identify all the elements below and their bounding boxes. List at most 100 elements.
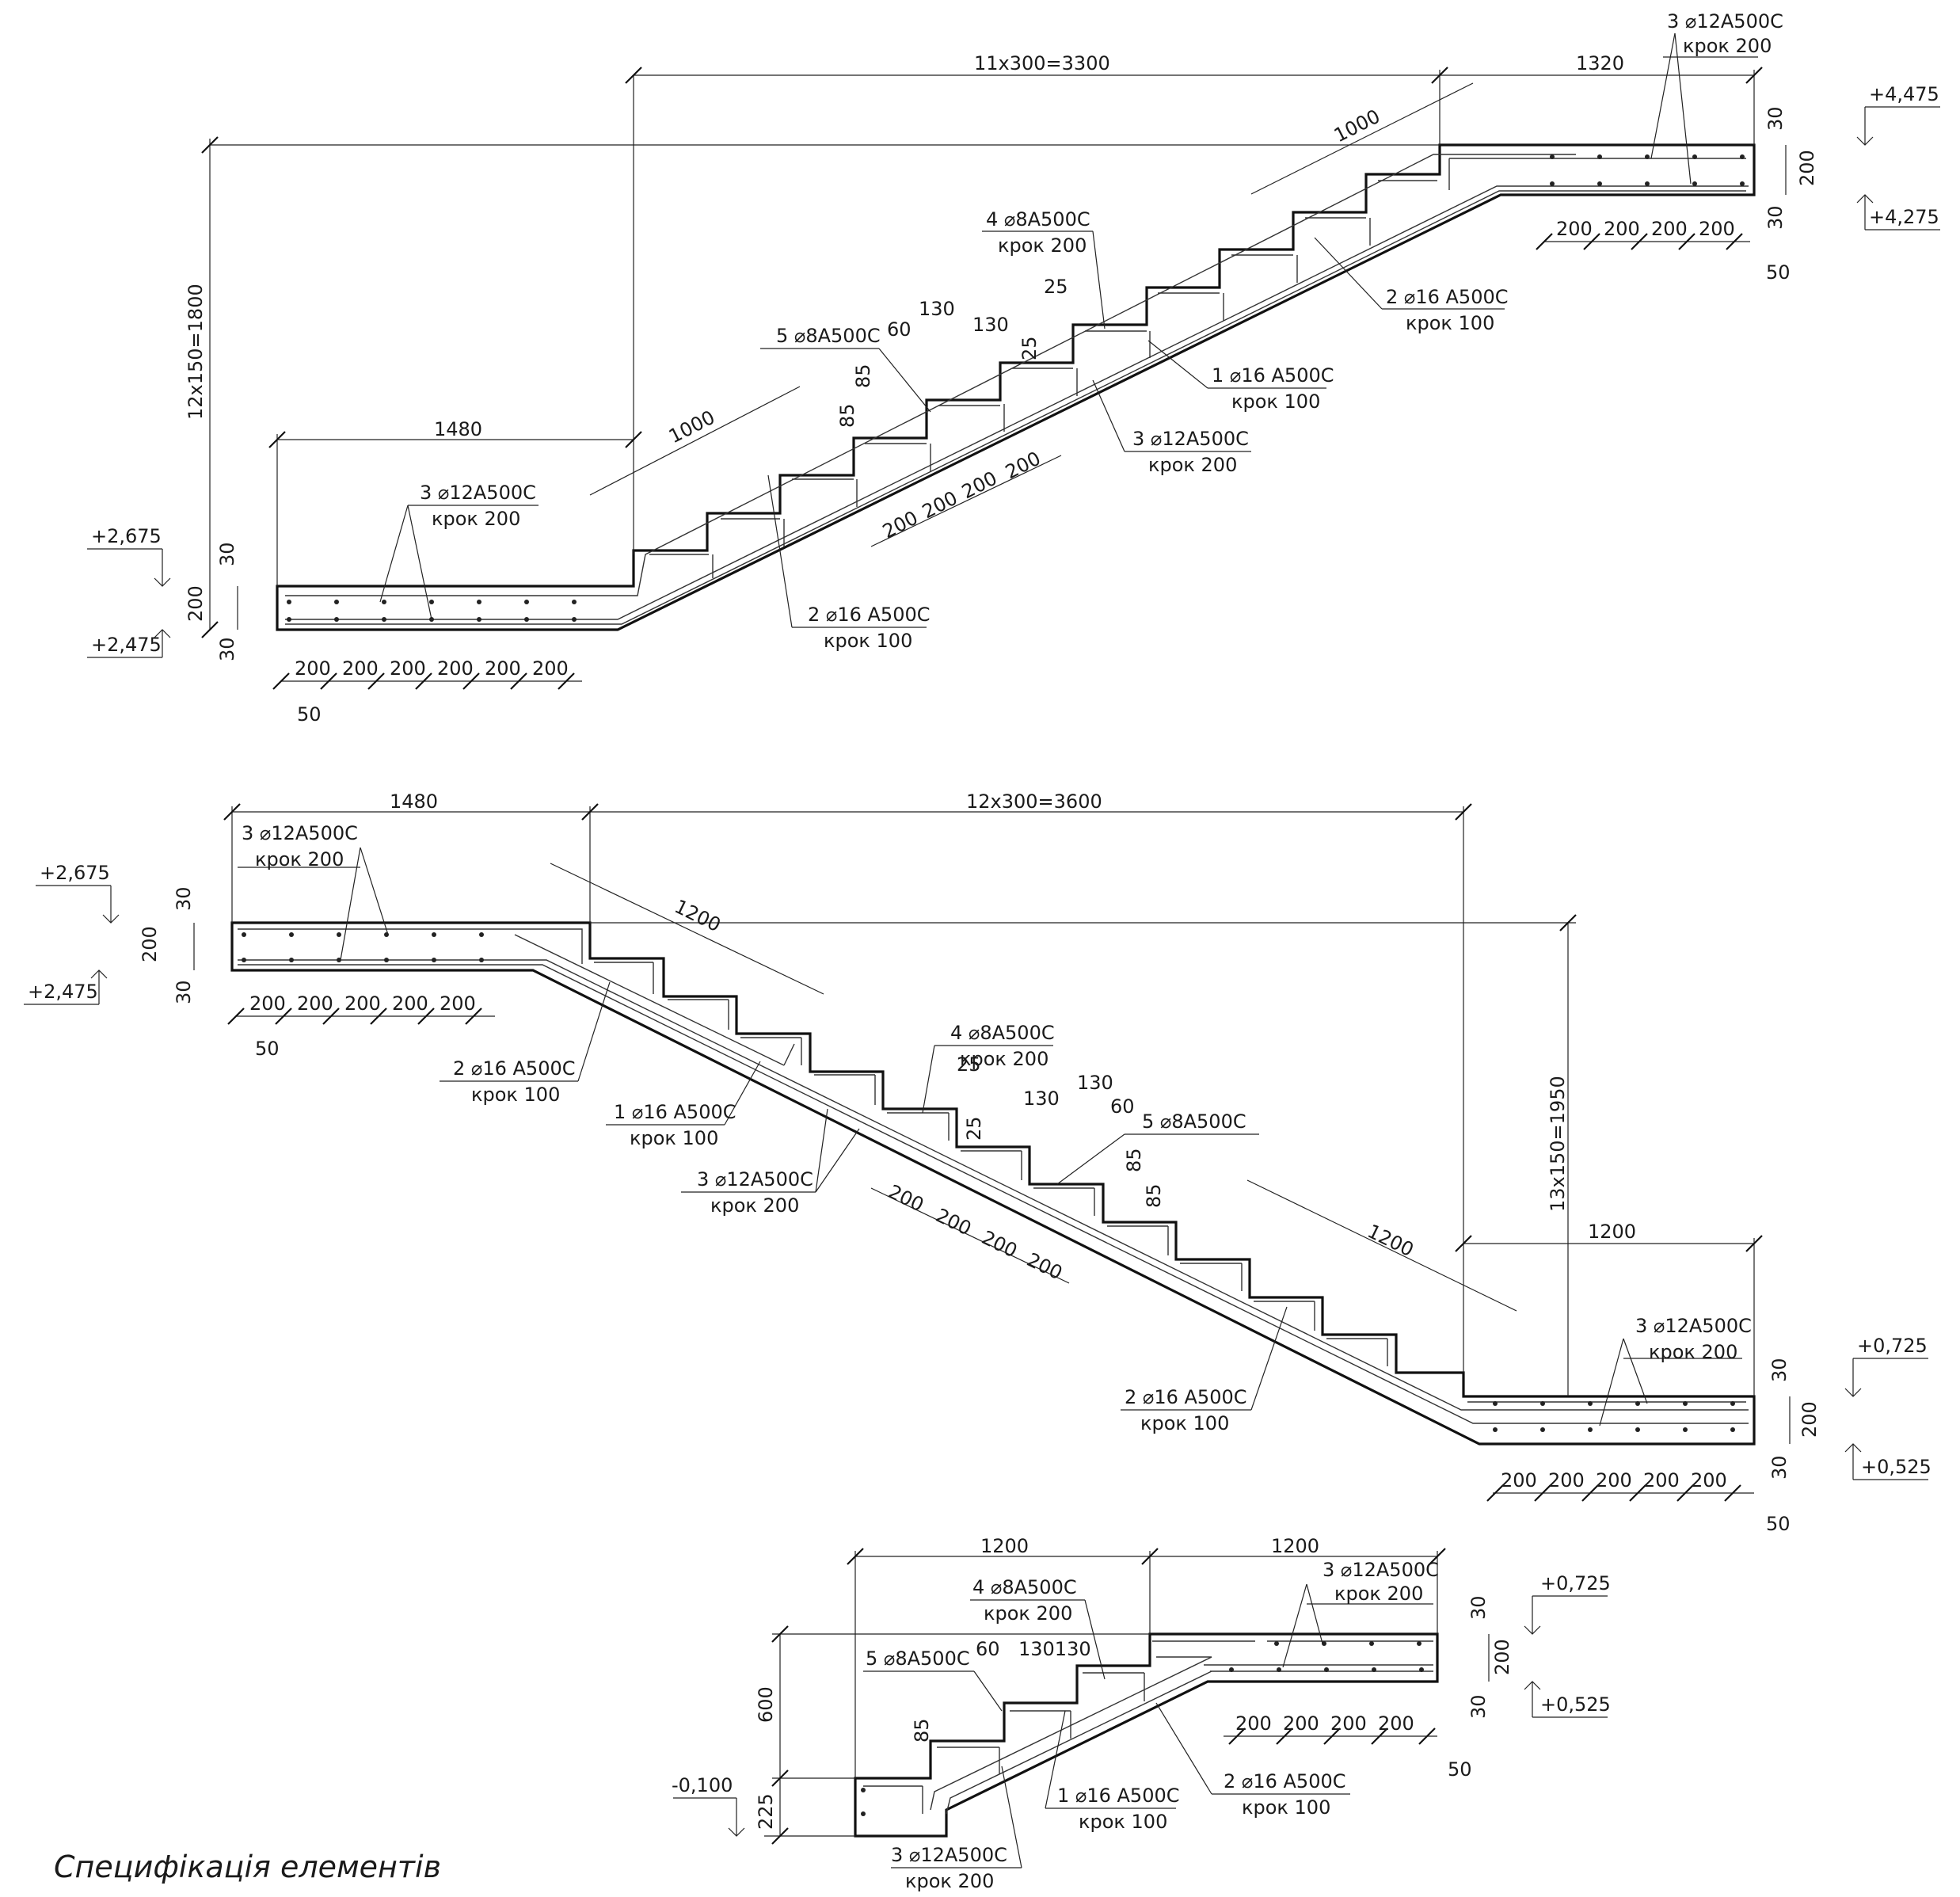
f1-spacing-diag-2: 200 <box>919 487 961 524</box>
f3-dim-w-right: 1200 <box>1271 1535 1319 1557</box>
f2-label-6a: 5 ⌀8А500С <box>1142 1110 1246 1133</box>
f1-leaders <box>379 32 1758 628</box>
f2-label-2b: крок 100 <box>471 1084 560 1106</box>
f2-spacing-diag: 200 200 200 200 <box>885 1180 1065 1284</box>
f1-label-6b: крок 200 <box>1148 454 1237 476</box>
f2-dim-25b: 25 <box>963 1116 985 1141</box>
f1-label-7a: 3 ⌀12А500С <box>420 482 536 504</box>
f1-spacing-3: 200 <box>390 657 426 680</box>
flight-3-ticks <box>771 1548 1446 1845</box>
f1-label-6a: 3 ⌀12А500С <box>1132 428 1249 450</box>
f2-level-d: +0,525 <box>1861 1456 1931 1478</box>
f2-spacing-right: 200 200 200 200 200 <box>1501 1469 1727 1491</box>
f2-label-1a: 3 ⌀12А500С <box>242 822 358 844</box>
f1-level-c: +4,475 <box>1869 83 1939 105</box>
f1-label-1b: крок 200 <box>1683 35 1772 57</box>
f2-spacing-left-2: 200 <box>297 992 333 1015</box>
flight-1-ticks <box>201 67 1763 690</box>
f3-spacing-2: 200 <box>1283 1712 1319 1735</box>
f1-dim-diag-lower: 1000 <box>665 406 718 448</box>
f3-label-4b: крок 100 <box>1079 1811 1167 1833</box>
f3-dim-h600: 600 <box>755 1686 777 1723</box>
f2-label-3a: 1 ⌀16 А500С <box>614 1101 736 1123</box>
flight-1-rebars <box>285 154 1749 625</box>
flight-3-outline <box>854 1632 1439 1838</box>
f2-label-5b: крок 200 <box>960 1048 1049 1070</box>
f2-label-4a: 3 ⌀12А500С <box>697 1168 813 1190</box>
f1-spacing-diag-1: 200 <box>879 507 922 543</box>
f2-label-2a: 2 ⌀16 А500С <box>453 1057 576 1080</box>
f2-dim-diag-upper: 1200 <box>671 895 724 936</box>
f1-label-7b: крок 200 <box>432 508 520 530</box>
f3-label-5b: крок 100 <box>1242 1796 1330 1819</box>
f2-dim-landing-right: 1200 <box>1588 1221 1636 1243</box>
f1-dim-diag-upper: 1000 <box>1330 105 1383 147</box>
f2-leaders <box>238 847 1742 1427</box>
f1-dim-30a: 30 <box>216 542 238 566</box>
f1-level-b: +2,475 <box>91 634 162 656</box>
f3-level-marks <box>673 1595 1608 1837</box>
f2-label-8b: крок 200 <box>1649 1341 1737 1363</box>
f1-dim-risers: 12x150=1800 <box>185 284 207 420</box>
f1-dim-85a: 85 <box>852 364 874 388</box>
f1-dim-t200: 200 <box>1796 150 1818 186</box>
f1-label-8a: 2 ⌀16 А500С <box>808 604 931 626</box>
f2-spacing-left-4: 200 <box>392 992 428 1015</box>
f2-level-b: +2,475 <box>28 981 98 1003</box>
f1-spacing-bottom: 200 200 200 200 200 200 <box>295 657 569 680</box>
f3-label-6a: 3 ⌀12А500С <box>891 1844 1007 1866</box>
flight-2-rebars <box>238 928 1749 1424</box>
f2-dim-50b: 50 <box>1766 1513 1791 1535</box>
f2-dim-r30b: 30 <box>1768 1455 1791 1480</box>
f3-label-5a: 2 ⌀16 А500С <box>1224 1770 1346 1792</box>
f1-dim-landing-bottom: 1480 <box>434 418 482 440</box>
f1-level-a: +2,675 <box>91 525 162 547</box>
f1-spacing-6: 200 <box>532 657 569 680</box>
f3-spacing-1: 200 <box>1235 1712 1272 1735</box>
f2-label-8a: 3 ⌀12А500С <box>1635 1315 1752 1337</box>
f2-dim-60: 60 <box>1110 1095 1135 1118</box>
flight-1-dimensions <box>209 70 1787 682</box>
f2-level-marks <box>24 885 1928 1480</box>
f2-label-3b: крок 100 <box>630 1127 718 1149</box>
f1-label-5b: крок 100 <box>1231 390 1320 413</box>
f2-spacing-left-5: 200 <box>440 992 476 1015</box>
f1-dim-landing-top: 1320 <box>1576 52 1624 74</box>
f2-dim-85b: 85 <box>1143 1183 1165 1208</box>
f1-spacing-top-4: 200 <box>1699 218 1735 240</box>
f2-label-7b: крок 100 <box>1140 1412 1229 1434</box>
f1-dim-t30a: 30 <box>1764 106 1787 131</box>
f1-label-2a: 4 ⌀8А500С <box>986 208 1090 230</box>
f1-spacing-4: 200 <box>437 657 474 680</box>
flight-1: 11x300=3300 1320 12x150=1800 1480 1000 1… <box>87 10 1940 726</box>
f2-dim-treads: 12x300=3600 <box>966 790 1102 813</box>
f2-spacing-diag-1: 200 <box>885 1180 927 1216</box>
f2-dim-risers: 13x150=1950 <box>1547 1076 1569 1212</box>
flight-1-bar-dots <box>287 154 1745 622</box>
f3-label-3a: 5 ⌀8А500С <box>866 1647 970 1670</box>
f2-label-5a: 4 ⌀8А500С <box>950 1022 1055 1044</box>
f2-dim-25a: 25 <box>957 1053 981 1076</box>
f2-label-4b: крок 200 <box>710 1194 799 1217</box>
f3-dim-30b: 30 <box>1467 1694 1490 1719</box>
f2-dim-r200: 200 <box>1798 1401 1821 1438</box>
f3-label-4a: 1 ⌀16 А500С <box>1057 1785 1180 1807</box>
f2-label-7a: 2 ⌀16 А500С <box>1125 1386 1247 1408</box>
f1-label-1a: 3 ⌀12А500С <box>1667 10 1783 32</box>
f1-spacing-1: 200 <box>295 657 331 680</box>
f1-label-2b: крок 200 <box>998 234 1087 257</box>
f1-dim-30b: 30 <box>216 637 238 661</box>
flight-2-ticks <box>223 803 1763 1502</box>
f1-label-5a: 1 ⌀16 А500С <box>1212 364 1334 387</box>
f1-label-8b: крок 100 <box>824 630 912 652</box>
f3-spacing-3: 200 <box>1330 1712 1367 1735</box>
f1-dim-25b: 25 <box>1018 336 1041 360</box>
f3-leaders <box>863 1583 1433 1868</box>
f2-dim-30a: 30 <box>173 886 195 911</box>
f3-dim-60: 60 <box>976 1638 1000 1660</box>
f1-dim-50b: 50 <box>1766 261 1791 284</box>
f3-dim-200: 200 <box>1491 1639 1513 1675</box>
f1-dim-60: 60 <box>887 318 911 341</box>
f1-level-d: +4,275 <box>1869 206 1939 228</box>
